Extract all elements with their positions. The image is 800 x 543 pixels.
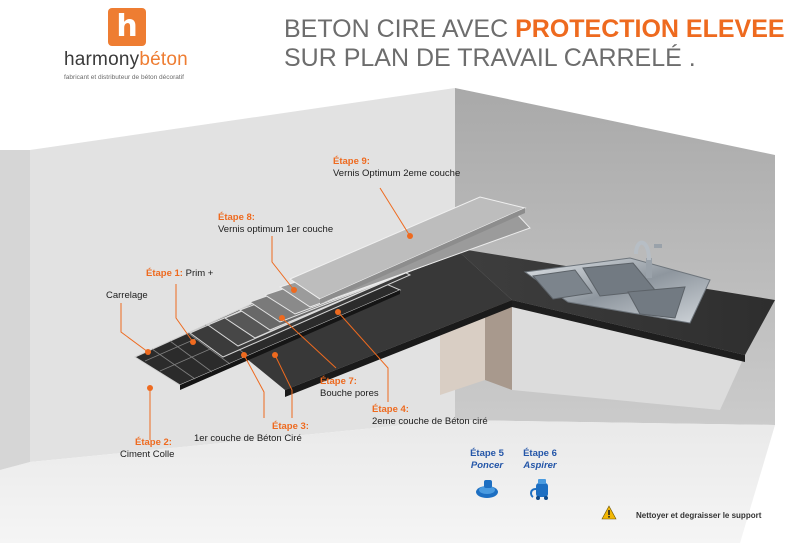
label-step7: Étape 7: Bouche pores xyxy=(320,376,379,400)
tool-step6: Étape 6 Aspirer xyxy=(516,448,564,501)
brand-name: harmonybéton xyxy=(64,49,188,71)
leader-dots xyxy=(145,233,413,391)
tool-step5-title: Étape 5 xyxy=(470,448,504,459)
leader-lines xyxy=(120,187,411,440)
brand-logo: h harmonybéton fabricant et distributeur… xyxy=(62,8,222,81)
label-step7-title: Étape 7: xyxy=(320,376,357,387)
label-step3-title: Étape 3: xyxy=(272,421,309,432)
warning-icon xyxy=(601,505,617,520)
sander-icon xyxy=(476,480,498,498)
tool-step6-title: Étape 6 xyxy=(523,448,557,459)
title-line-1: BETON CIRE AVEC PROTECTION ELEVEE xyxy=(284,15,785,44)
notice-text: Nettoyer et degraisser le support xyxy=(636,511,762,520)
label-step4: Étape 4: 2eme couche de Béton ciré xyxy=(372,404,488,428)
label-step9-title: Étape 9: xyxy=(333,156,370,167)
page-title: BETON CIRE AVEC PROTECTION ELEVEE SUR PL… xyxy=(284,15,785,73)
label-carrelage: Carrelage xyxy=(106,290,148,301)
title-highlight: PROTECTION ELEVEE xyxy=(515,15,785,43)
tool-step5: Étape 5 Poncer xyxy=(463,448,511,499)
label-step3: Étape 3: 1er couche de Béton Ciré xyxy=(194,421,309,445)
label-step8: Étape 8: Vernis optimum 1er couche xyxy=(218,212,333,236)
tool-step6-action: Aspirer xyxy=(523,460,557,471)
label-step9-desc: Vernis Optimum 2eme couche xyxy=(333,168,461,179)
label-step4-desc: 2eme couche de Béton ciré xyxy=(372,416,488,427)
label-step8-desc: Vernis optimum 1er couche xyxy=(218,224,334,235)
label-step3-desc: 1er couche de Béton Ciré xyxy=(194,433,302,444)
title-part1: BETON CIRE AVEC xyxy=(284,15,509,43)
label-step2: Étape 2: Ciment Colle xyxy=(120,437,174,461)
label-step1: Étape 1: Prim + xyxy=(146,268,213,280)
tool-step5-action: Poncer xyxy=(470,460,504,471)
label-step1-desc: Prim + xyxy=(185,268,214,279)
label-step7-desc: Bouche pores xyxy=(320,388,379,399)
label-step9: Étape 9: Vernis Optimum 2eme couche xyxy=(333,156,460,180)
label-step2-desc: Ciment Colle xyxy=(120,449,175,460)
brand-name-part2: béton xyxy=(139,49,188,70)
label-step2-title: Étape 2: xyxy=(135,437,172,448)
label-step8-title: Étape 8: xyxy=(218,212,255,223)
faucet xyxy=(634,240,662,278)
logo-mark: h xyxy=(108,8,146,46)
label-step4-title: Étape 4: xyxy=(372,404,409,415)
vacuum-icon xyxy=(530,479,548,500)
logo-letter: h xyxy=(116,9,138,44)
sink xyxy=(523,257,711,324)
title-line-2: SUR PLAN DE TRAVAIL CARRELÉ . xyxy=(284,44,696,72)
layer-stack xyxy=(133,196,531,390)
brand-name-part1: harmony xyxy=(64,49,140,70)
label-step1-title: Étape 1: xyxy=(146,268,183,279)
brand-tagline: fabricant et distributeur de béton décor… xyxy=(64,74,184,81)
